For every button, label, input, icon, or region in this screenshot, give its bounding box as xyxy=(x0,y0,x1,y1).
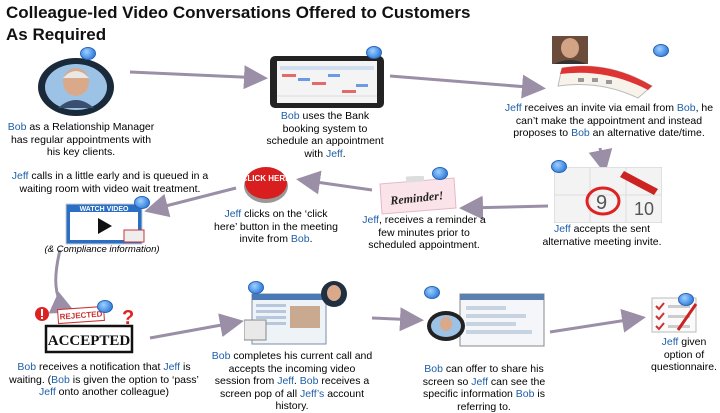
reminder-note-icon: Reminder! xyxy=(376,175,458,216)
tablet-booking-icon xyxy=(268,54,386,110)
reminder-text: Reminder! xyxy=(389,188,445,208)
arrow-7 xyxy=(48,249,76,314)
step-9-caption: Bob completes his current call and accep… xyxy=(211,350,373,412)
arrow-1 xyxy=(129,65,268,90)
step-3-caption: Jeff receives an invite via email from B… xyxy=(504,102,714,139)
calendar-date-10: 10 xyxy=(634,199,654,219)
marker-dot xyxy=(653,44,669,57)
compliance-note: (& Compliance information) xyxy=(44,244,160,255)
watch-video-text: WATCH VIDEO xyxy=(80,206,129,213)
step-10-caption: Bob can offer to share his screen so Jef… xyxy=(422,363,546,413)
step-1-caption: Bob as a Relationship Manager has regula… xyxy=(7,121,155,158)
marker-dot xyxy=(97,300,113,313)
click-here-button-icon: CLICK HERE xyxy=(242,164,291,204)
rejected-text: REJECTED xyxy=(59,310,102,322)
step-7-caption: Jeff calls in a little early and is queu… xyxy=(11,170,209,195)
accepted-text: ACCEPTED xyxy=(48,333,131,349)
arrow-4 xyxy=(459,195,549,220)
arrow-5 xyxy=(296,170,373,195)
marker-dot xyxy=(248,281,264,294)
step-8-caption: Bob receives a notification that Jeff is… xyxy=(9,361,199,398)
step-11-caption: Jeff given option of questionnaire. xyxy=(651,336,717,373)
page-title: Colleague-led Video Conversations Offere… xyxy=(6,3,471,44)
questionnaire-icon xyxy=(648,296,700,336)
marker-dot xyxy=(366,46,382,59)
arrow-10 xyxy=(549,308,646,334)
arrow-2 xyxy=(389,74,546,99)
calendar-circled-icon: 9 10 xyxy=(553,166,663,224)
marker-dot xyxy=(424,286,440,299)
arrow-9 xyxy=(371,307,424,332)
step-5-caption: Jeff, receives a reminder a few minutes … xyxy=(362,214,486,251)
video-session-screens-icon xyxy=(243,280,350,348)
accepted-stamp-icon: REJECTED ACCEPTED ? xyxy=(34,304,138,356)
arrow-8 xyxy=(149,313,244,340)
marker-dot xyxy=(134,196,150,209)
watch-video-screen-icon: WATCH VIDEO xyxy=(64,202,148,248)
screen-share-icon xyxy=(426,292,546,352)
arrow-3 xyxy=(588,147,613,174)
step-6-caption: Jeff clicks on the ‘click here’ button i… xyxy=(214,208,338,245)
step-2-caption: Bob uses the Bank booking system to sche… xyxy=(266,110,384,160)
marker-dot xyxy=(678,293,694,306)
svg-text:?: ? xyxy=(122,307,134,329)
marker-dot xyxy=(551,160,567,173)
calendar-date-9: 9 xyxy=(596,192,607,214)
step-4-caption: Jeff accepts the sent alternative meetin… xyxy=(542,223,662,248)
calendar-invite-icon xyxy=(548,34,658,100)
bob-avatar xyxy=(36,56,116,118)
marker-dot xyxy=(80,47,96,60)
marker-dot xyxy=(432,167,448,180)
arrow-6 xyxy=(144,186,237,218)
click-here-text: CLICK HERE xyxy=(242,174,290,183)
